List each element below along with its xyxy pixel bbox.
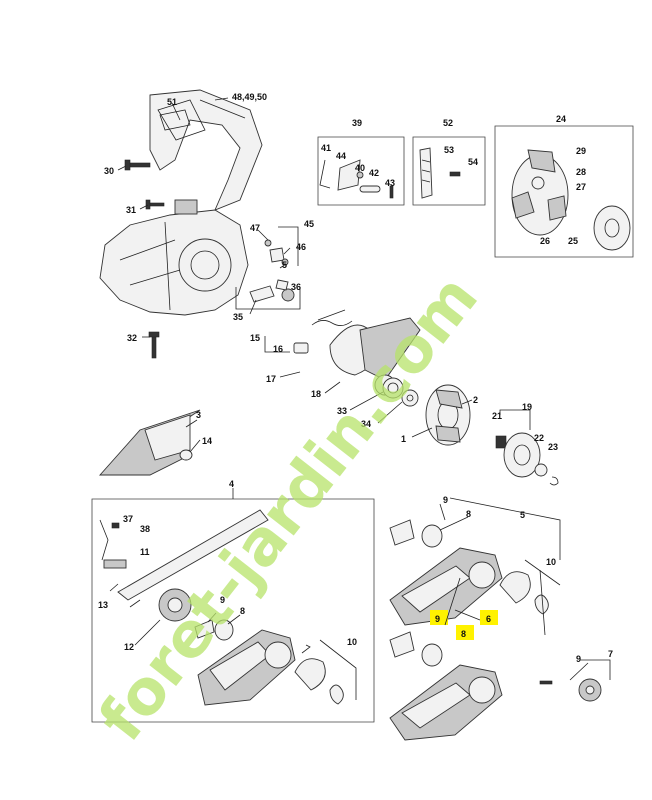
- label-15: 15: [250, 333, 260, 343]
- label-9-highlight: 9: [435, 614, 440, 624]
- part-33-spring: [382, 377, 404, 399]
- part-34-washer: [401, 389, 419, 407]
- label-36: 36: [291, 282, 301, 292]
- label-3: 3: [196, 410, 201, 420]
- label-4: 4: [229, 479, 234, 489]
- label-46: 46: [296, 242, 306, 252]
- label-53: 53: [444, 145, 454, 155]
- label-17: 17: [266, 374, 276, 384]
- label-18: 18: [311, 389, 321, 399]
- label-12: 12: [124, 642, 134, 652]
- label-52: 52: [443, 118, 453, 128]
- label-43: 43: [385, 178, 395, 188]
- screw-32: [148, 331, 160, 359]
- box-52: [412, 136, 486, 206]
- highlight-8: [456, 625, 474, 640]
- label-14: 14: [202, 436, 212, 446]
- label-8-box5: 8: [466, 509, 471, 519]
- label-2: 2: [473, 395, 478, 405]
- label-30: 30: [104, 166, 114, 176]
- label-28: 28: [576, 167, 586, 177]
- label-22: 22: [534, 433, 544, 443]
- label-44: 44: [336, 151, 346, 161]
- screw-31: [145, 199, 165, 210]
- label-25: 25: [568, 236, 578, 246]
- box-6: [389, 609, 503, 741]
- label-37: 37: [123, 514, 133, 524]
- label-26: 26: [540, 236, 550, 246]
- part-labels: 48,49,50 51 30 31 32 45 47 46 5 36 35 15…: [98, 92, 613, 664]
- label-11: 11: [140, 547, 150, 557]
- label-9-box4: 9: [220, 595, 225, 605]
- label-23: 23: [548, 442, 558, 452]
- label-10-box5: 10: [546, 557, 556, 567]
- chain-cover-3: [98, 409, 201, 476]
- label-29: 29: [576, 146, 586, 156]
- box-4: [91, 488, 375, 723]
- label-40: 40: [355, 163, 365, 173]
- label-5-small: 5: [282, 260, 287, 270]
- sprocket-group-19: [495, 409, 559, 486]
- label-8-highlight: 8: [461, 629, 466, 639]
- label-32: 32: [127, 333, 137, 343]
- part-group-45: [264, 226, 299, 266]
- handle-guard: [149, 89, 263, 211]
- label-31: 31: [126, 205, 136, 215]
- box-39: [317, 136, 405, 206]
- part-group-7: [539, 659, 611, 702]
- screw-30: [124, 159, 151, 171]
- watermark-text: foret-jardin.com: [84, 261, 492, 754]
- label-5: 5: [520, 510, 525, 520]
- label-42: 42: [369, 168, 379, 178]
- label-47: 47: [250, 223, 260, 233]
- label-9-box5: 9: [443, 495, 448, 505]
- label-27: 27: [576, 182, 586, 192]
- crankcase: [99, 199, 249, 316]
- label-33: 33: [337, 406, 347, 416]
- box-24: [494, 125, 634, 258]
- label-10-box4: 10: [347, 637, 357, 647]
- leader-lines: [109, 97, 589, 681]
- part-group-15: [264, 309, 421, 396]
- highlight-9: [430, 610, 448, 625]
- label-34: 34: [361, 419, 371, 429]
- label-48-49-50: 48,49,50: [232, 92, 267, 102]
- label-41: 41: [321, 143, 331, 153]
- label-16: 16: [273, 344, 283, 354]
- part-group-35: [235, 279, 301, 310]
- box-5: [389, 497, 561, 636]
- part-51-sticker: [159, 109, 191, 131]
- label-19: 19: [522, 402, 532, 412]
- label-6-highlight: 6: [486, 614, 491, 624]
- label-35: 35: [233, 312, 243, 322]
- label-13: 13: [98, 600, 108, 610]
- highlight-6: [480, 610, 498, 625]
- part-2-clutch: [425, 384, 471, 446]
- label-38: 38: [140, 524, 150, 534]
- label-54: 54: [468, 157, 478, 167]
- watermark: foret-jardin.com: [84, 261, 492, 754]
- label-7: 7: [608, 649, 613, 659]
- label-51: 51: [167, 97, 177, 107]
- label-8-box4: 8: [240, 606, 245, 616]
- label-39: 39: [352, 118, 362, 128]
- label-1: 1: [401, 434, 406, 444]
- label-9-part7: 9: [576, 654, 581, 664]
- label-21: 21: [492, 411, 502, 421]
- label-45: 45: [304, 219, 314, 229]
- label-24: 24: [556, 114, 566, 124]
